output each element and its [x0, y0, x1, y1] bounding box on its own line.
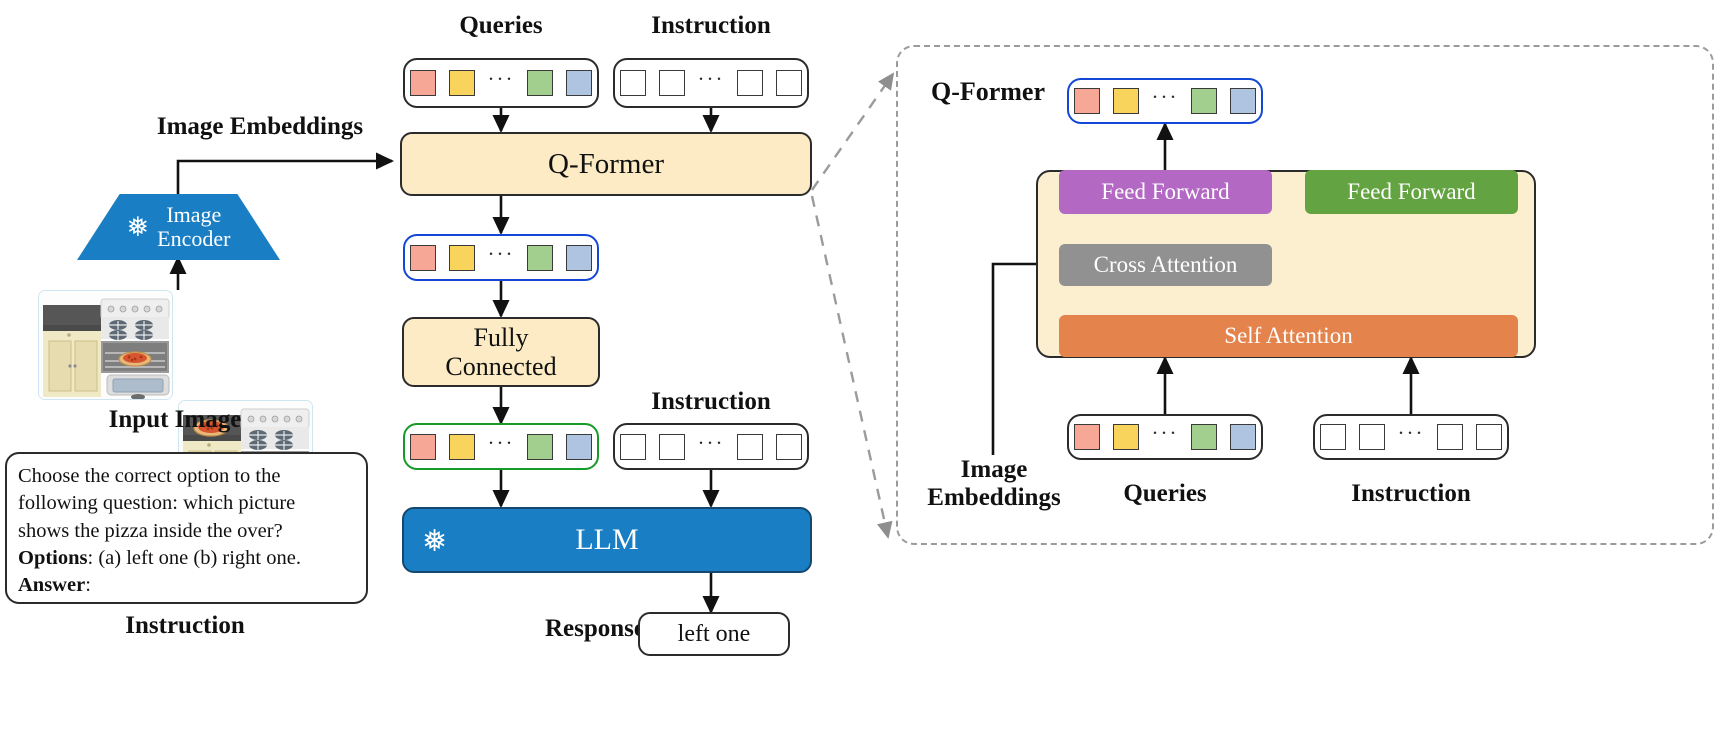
instruction-token-1	[619, 70, 646, 96]
detail-instruction-token-4	[1476, 424, 1503, 450]
fully-connected-block[interactable]: Fully Connected	[402, 317, 600, 387]
projected-token-1	[409, 433, 436, 460]
output-token-1	[409, 244, 436, 271]
feed-forward-text-label: Feed Forward	[1347, 179, 1476, 204]
detail-instruction-token-2	[1358, 424, 1385, 450]
feed-forward-query-label: Feed Forward	[1101, 179, 1230, 204]
output-token-4	[566, 244, 593, 271]
response-label: Response	[544, 615, 645, 642]
query-token-4	[566, 70, 593, 96]
detail-query-token-1	[1073, 424, 1100, 450]
q-former-detail-output-token-row[interactable]: ···	[1067, 78, 1263, 124]
q-former-output-token-row[interactable]: ···	[403, 234, 599, 281]
q-former-detail-panel	[896, 45, 1714, 545]
instruction-caption-bottom: Instruction	[125, 612, 245, 639]
projected-token-3	[527, 433, 554, 460]
detail-image-embeddings-line1: Image	[960, 456, 1028, 483]
instruction-token-row-top[interactable]: ···	[613, 58, 809, 108]
query-token-3	[527, 70, 554, 96]
image-embeddings-label: Image Embeddings	[156, 113, 364, 140]
detail-query-token-3	[1191, 424, 1218, 450]
instruction-token-3	[737, 70, 764, 96]
instruction-lower-token-4	[776, 433, 803, 460]
prompt-options-rest: : (a) left one (b) right one.	[87, 546, 301, 569]
prompt-line-3: shows the pizza inside the over?	[18, 519, 283, 542]
instruction-lower-token-2	[658, 433, 685, 460]
detail-image-embeddings-label: Image Embeddings	[905, 456, 1083, 512]
fully-connected-label: Fully Connected	[445, 323, 556, 381]
self-attention-block[interactable]: Self Attention	[1059, 315, 1518, 357]
prompt-line-2: following question: which picture	[18, 492, 296, 515]
prompt-line-1: Choose the correct option to the	[18, 465, 281, 487]
prompt-options-label: Options	[18, 546, 88, 569]
stove-illustration-pizza-inside-oven	[39, 291, 172, 399]
prompt-answer-label: Answer	[18, 574, 86, 596]
detail-output-token-3	[1191, 88, 1218, 114]
llm-label: LLM	[575, 523, 639, 557]
cross-attention-block[interactable]: Cross Attention	[1059, 244, 1272, 286]
detail-query-token-2	[1112, 424, 1139, 450]
snowflake-icon: ❅	[422, 525, 448, 558]
detail-queries-label: Queries	[1123, 480, 1207, 507]
detail-output-token-1	[1073, 88, 1100, 114]
projected-token-row[interactable]: ···	[403, 423, 599, 470]
instruction-lower-token-1	[619, 433, 646, 460]
fully-connected-label-line1: Fully	[473, 322, 529, 352]
detail-queries-token-row[interactable]: ···	[1067, 414, 1263, 460]
detail-instruction-token-3	[1437, 424, 1464, 450]
input-image-thumbnail-left[interactable]	[38, 290, 173, 400]
llm-block[interactable]: ❅ LLM	[402, 507, 812, 573]
instruction-token-row-lower[interactable]: ···	[613, 423, 809, 470]
projected-token-2	[448, 433, 475, 460]
feed-forward-query-block[interactable]: Feed Forward	[1059, 170, 1272, 214]
image-encoder-label-line2: Encoder	[157, 226, 231, 251]
input-image-label: Input Image	[108, 406, 242, 433]
instruction-token-4	[776, 70, 803, 96]
feed-forward-text-block[interactable]: Feed Forward	[1305, 170, 1518, 214]
image-encoder-block[interactable]: ❅ Image Encoder	[77, 194, 280, 260]
instruction-token-2	[658, 70, 685, 96]
detail-output-token-4	[1230, 88, 1257, 114]
detail-instruction-token-1	[1319, 424, 1346, 450]
detail-query-token-4	[1230, 424, 1257, 450]
detail-instruction-token-row[interactable]: ···	[1313, 414, 1509, 460]
self-attention-label: Self Attention	[1224, 323, 1353, 348]
instruction-prompt-card[interactable]: Choose the correct option to the followi…	[5, 452, 368, 604]
detail-image-embeddings-line2: Embeddings	[927, 484, 1061, 511]
query-token-1	[409, 70, 436, 96]
q-former-block[interactable]: Q-Former	[400, 132, 812, 196]
prompt-answer-rest: :	[85, 574, 91, 596]
response-text: left one	[677, 620, 751, 647]
fully-connected-label-line2: Connected	[445, 352, 557, 381]
detail-output-token-2	[1112, 88, 1139, 114]
instruction-label-top: Instruction	[651, 12, 771, 39]
output-token-3	[527, 244, 554, 271]
instruction-label-lower: Instruction	[651, 388, 771, 415]
queries-token-row[interactable]: ···	[403, 58, 599, 108]
detail-instruction-label: Instruction	[1351, 480, 1471, 507]
output-token-2	[448, 244, 475, 271]
q-former-block-label: Q-Former	[548, 147, 664, 180]
projected-token-4	[566, 433, 593, 460]
image-encoder-label-line1: Image	[166, 202, 222, 228]
snowflake-icon: ❅	[126, 211, 150, 242]
response-box[interactable]: left one	[638, 612, 790, 656]
prompt-options-line: Options: (a) left one (b) right one.	[18, 545, 355, 572]
query-token-2	[448, 70, 475, 96]
cross-attention-label: Cross Attention	[1093, 252, 1238, 277]
q-former-detail-title: Q-Former	[930, 77, 1046, 106]
image-encoder-label: Image Encoder	[157, 203, 230, 251]
instruction-lower-token-3	[737, 433, 764, 460]
queries-label: Queries	[459, 12, 543, 39]
prompt-answer-line: Answer:	[18, 572, 355, 599]
